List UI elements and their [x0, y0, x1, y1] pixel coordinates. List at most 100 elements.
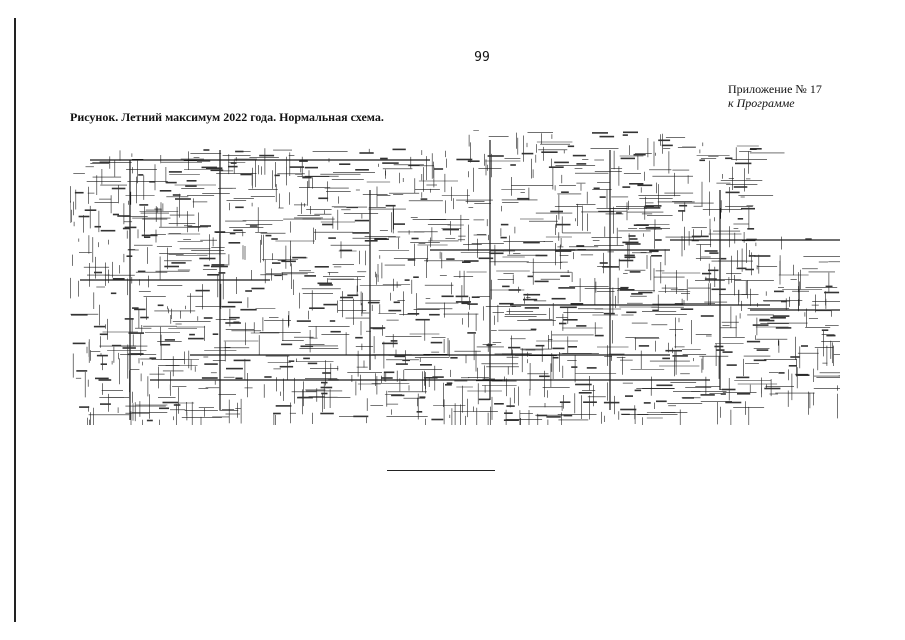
- schematic-label-mark: [382, 162, 399, 164]
- schematic-label-mark: [599, 135, 615, 138]
- schematic-label-mark: [233, 321, 240, 324]
- schematic-label-mark: [100, 363, 107, 365]
- schematic-label-mark: [486, 344, 493, 347]
- schematic-label-mark: [508, 289, 521, 291]
- schematic-label-mark: [541, 151, 558, 153]
- schematic-label-mark: [382, 342, 398, 345]
- schematic-label-mark: [299, 160, 308, 162]
- schematic-label-mark: [225, 322, 241, 324]
- schematic-label-mark: [805, 238, 812, 240]
- schematic-label-mark: [500, 223, 509, 226]
- schematic-label-mark: [736, 267, 747, 270]
- schematic-label-mark: [149, 181, 156, 183]
- schematic-label-mark: [680, 308, 694, 310]
- schematic-label-mark: [372, 327, 383, 330]
- schematic-label-mark: [347, 294, 359, 297]
- schematic-label-mark: [392, 148, 406, 151]
- schematic-label-mark: [487, 155, 504, 157]
- schematic-label-mark: [775, 327, 792, 329]
- schematic-label-mark: [463, 260, 479, 262]
- schematic-label-mark: [746, 340, 761, 343]
- schematic-label-mark: [778, 372, 785, 374]
- schematic-label-mark: [628, 235, 636, 237]
- schematic-label-mark: [534, 280, 549, 283]
- schematic-label-mark: [575, 383, 592, 386]
- schematic-label-mark: [503, 419, 519, 421]
- schematic-label-mark: [99, 161, 110, 164]
- schematic-label-mark: [134, 308, 146, 311]
- schematic-label-mark: [772, 315, 790, 317]
- schematic-label-mark: [319, 284, 333, 286]
- schematic-label-mark: [508, 346, 521, 349]
- schematic-label-mark: [824, 291, 840, 294]
- schematic-label-mark: [662, 357, 670, 360]
- schematic-label-mark: [79, 406, 90, 408]
- schematic-label-mark: [620, 286, 629, 289]
- schematic-label-mark: [620, 408, 637, 411]
- schematic-label-mark: [307, 362, 318, 365]
- schematic-label-mark: [229, 232, 236, 235]
- schematic-label-mark: [571, 366, 578, 368]
- schematic-label-mark: [815, 309, 832, 312]
- schematic-label-mark: [558, 287, 576, 289]
- schematic-label-mark: [132, 307, 139, 309]
- schematic-label-mark: [737, 218, 744, 220]
- schematic-label-mark: [430, 341, 443, 344]
- schematic-label-mark: [559, 322, 567, 325]
- schematic-label-mark: [159, 407, 169, 410]
- schematic-label-mark: [624, 254, 635, 257]
- schematic-label-mark: [159, 190, 172, 192]
- schematic-label-mark: [126, 255, 133, 257]
- schematic-label-mark: [644, 205, 662, 207]
- schematic-label-mark: [781, 300, 787, 303]
- schematic-label-mark: [235, 206, 244, 209]
- schematic-label-mark: [576, 163, 587, 165]
- schematic-label-mark: [415, 318, 430, 321]
- schematic-label-mark: [235, 377, 243, 380]
- schematic-label-mark: [499, 302, 514, 305]
- schematic-label-mark: [172, 194, 181, 196]
- schematic-label-mark: [567, 145, 575, 148]
- schematic-label-mark: [467, 303, 478, 305]
- schematic-label-mark: [218, 272, 226, 274]
- schematic-label-mark: [404, 279, 410, 281]
- schematic-label-mark: [725, 401, 742, 404]
- schematic-label-mark: [413, 276, 419, 278]
- schematic-label-mark: [462, 261, 471, 263]
- schematic-label-mark: [139, 204, 149, 206]
- schematic-label-mark: [281, 343, 293, 346]
- schematic-label-mark: [517, 197, 530, 200]
- schematic-label-mark: [554, 161, 569, 164]
- schematic-label-mark: [157, 304, 164, 307]
- schematic-label-mark: [699, 159, 705, 162]
- schematic-label-mark: [76, 370, 88, 372]
- schematic-label-mark: [576, 245, 585, 247]
- schematic-label-mark: [624, 256, 636, 259]
- schematic-label-mark: [203, 264, 210, 267]
- schematic-label-mark: [289, 166, 304, 168]
- schematic-label-mark: [395, 363, 408, 365]
- schematic-label-mark: [770, 317, 786, 319]
- schematic-label-mark: [539, 375, 550, 378]
- schematic-label-mark: [353, 415, 369, 418]
- schematic-label-mark: [124, 226, 137, 229]
- schematic-label-mark: [138, 174, 144, 176]
- schematic-label-mark: [679, 204, 688, 207]
- schematic-label-mark: [754, 255, 771, 257]
- schematic-label-mark: [100, 403, 111, 405]
- schematic-label-mark: [631, 293, 643, 295]
- schematic-label-mark: [383, 371, 395, 374]
- schematic-label-mark: [593, 187, 600, 190]
- end-rule: [387, 470, 495, 471]
- schematic-label-mark: [72, 342, 86, 345]
- schematic-label-mark: [759, 319, 775, 322]
- schematic-label-mark: [578, 392, 592, 394]
- schematic-label-mark: [168, 171, 182, 173]
- power-grid-schematic: [70, 130, 840, 425]
- schematic-label-mark: [320, 412, 334, 415]
- schematic-label-mark: [750, 148, 762, 150]
- schematic-label-mark: [204, 363, 218, 365]
- schematic-label-mark: [629, 271, 641, 273]
- schematic-label-mark: [572, 154, 586, 157]
- schematic-label-mark: [620, 157, 635, 160]
